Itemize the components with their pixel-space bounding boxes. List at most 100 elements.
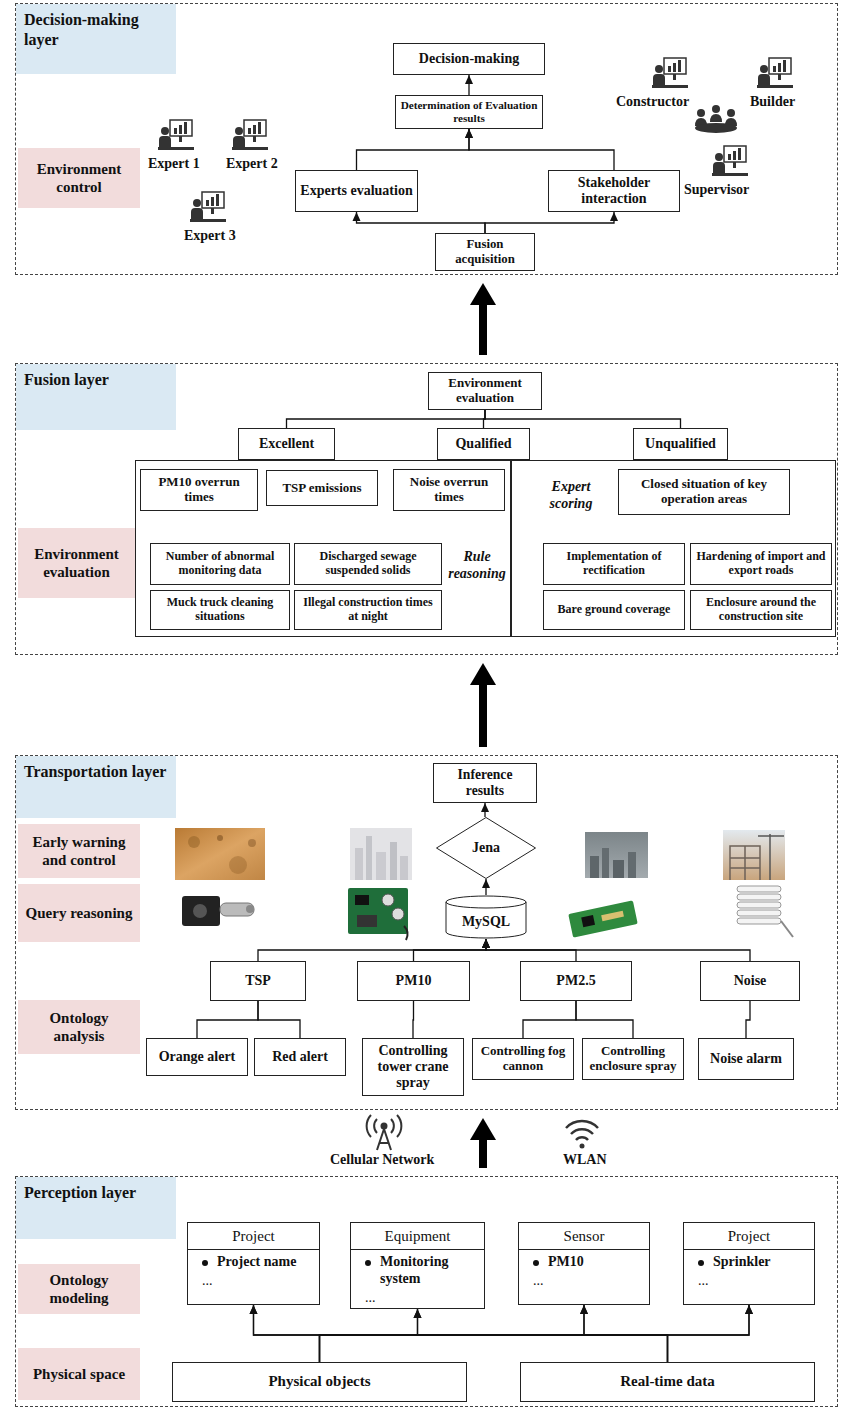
process-box: Environment evaluation (428, 372, 542, 410)
pm25-sensor-board-part (568, 900, 638, 937)
dust-photo-part (217, 835, 223, 841)
bullet-dot (698, 1260, 704, 1266)
pm25-sensor-board-part-part (568, 900, 638, 937)
expert-icon (190, 192, 226, 222)
pm10-circuit-board-part (404, 926, 408, 940)
section-label: Environment control (18, 148, 140, 208)
noise-sensor-shelter (737, 886, 793, 937)
process-box: Implementation of rectification (543, 543, 685, 585)
box-text: Determination of Evaluation results (400, 99, 538, 125)
construction-site-photo-part (723, 830, 785, 880)
construction-site-photo-part (730, 846, 760, 880)
wifi-icon (566, 1121, 598, 1148)
cellular-tower-icon-part (382, 1124, 387, 1129)
layer-flow-arrow (479, 305, 487, 355)
pm10-circuit-board-part (355, 895, 369, 905)
meeting-icon-part (727, 109, 735, 117)
box-text: Noise overrun times (398, 475, 500, 505)
meeting-icon-part (697, 109, 705, 117)
noise-sensor-shelter-part (737, 902, 781, 908)
diamond-outline-part (437, 818, 536, 879)
connector (412, 1001, 414, 1038)
process-box: Determination of Evaluation results (395, 95, 543, 129)
process-box: Controlling tower crane spray (362, 1038, 464, 1096)
process-box: Unqualified (633, 428, 728, 460)
box-text: Illegal construction times at night (299, 596, 437, 624)
connector (485, 410, 681, 428)
cellular-tower-icon-part (377, 1129, 391, 1150)
box-text: PM10 (362, 973, 465, 989)
haze-city-photo-part (350, 828, 412, 880)
box-text: Physical objects (177, 1373, 462, 1390)
layer-title: Fusion layer (16, 364, 176, 430)
database-cylinder: MySQL (445, 895, 527, 939)
noise-sensor-shelter-part (781, 921, 793, 937)
process-box: Muck truck cleaning situations (150, 590, 290, 630)
tsp-sensor-part (193, 904, 207, 918)
icon-label: Constructor (616, 94, 689, 110)
section-label-text: Early warning and control (23, 833, 135, 869)
section-label: Query reasoning (18, 884, 140, 942)
layer-flow-arrow (479, 1140, 487, 1168)
box-text: Closed situation of key operation areas (623, 477, 785, 507)
process-box: TSP (210, 961, 306, 1001)
icon-label: Expert 3 (184, 228, 236, 244)
icon-label: Cellular Network (330, 1152, 434, 1168)
process-box: PM10 (357, 961, 470, 1001)
process-box: PM2.5 (520, 961, 632, 1001)
layer-band: Transportation layerEarly warning and co… (15, 755, 838, 1110)
layer-flow-arrow (479, 685, 487, 747)
box-text: Inference results (438, 767, 532, 798)
box-text: TSP (215, 973, 301, 989)
meeting-icon-part (710, 114, 722, 122)
construction-site-photo-part (758, 834, 784, 880)
attribute-text: Sprinkler (713, 1254, 771, 1271)
attribute-text: Project name (217, 1254, 296, 1271)
group-box: Rule reasoningPM10 overrun timesTSP emis… (135, 460, 511, 637)
bullet-dot (202, 1260, 208, 1266)
wifi-icon-part (576, 1137, 588, 1140)
smog-photo (585, 832, 648, 878)
section-label-text: Ontology analysis (23, 1009, 135, 1045)
class-name: Equipment (351, 1223, 484, 1250)
layer-title: Decision-making layer (16, 4, 176, 74)
process-box: Closed situation of key operation areas (618, 469, 790, 515)
construction-site-photo (723, 830, 785, 880)
box-text: Qualified (442, 436, 525, 452)
connector (486, 939, 750, 961)
cellular-tower-icon-part (367, 1115, 377, 1137)
attribute-row: Monitoring system (351, 1250, 484, 1288)
connector (320, 1305, 585, 1362)
ontology-class-box: EquipmentMonitoring system... (350, 1222, 485, 1309)
smog-photo-part (590, 856, 599, 878)
database-text: MySQL (449, 914, 523, 930)
diamond-text: Jena (456, 840, 516, 856)
pm10-circuit-board-part (392, 908, 404, 920)
icon-label: Builder (750, 94, 795, 110)
tsp-sensor-part (220, 903, 254, 916)
ellipsis-text: ... (188, 1271, 319, 1290)
wifi-icon-part (580, 1144, 585, 1149)
icon-label: Expert 2 (226, 156, 278, 172)
process-box: Illegal construction times at night (294, 590, 442, 630)
process-box: Physical objects (172, 1362, 467, 1402)
group-title: Expert scoring (532, 479, 610, 513)
box-text: Experts evaluation (300, 183, 413, 199)
process-box: Bare ground coverage (543, 590, 685, 630)
box-text: Enclosure around the construction site (695, 596, 827, 624)
box-text: TSP emissions (271, 481, 373, 496)
tsp-sensor (182, 896, 254, 926)
box-text: Hardening of import and export roads (695, 550, 827, 578)
bullet-dot (365, 1260, 371, 1266)
box-text: PM10 overrun times (145, 475, 253, 505)
haze-city-photo-part (400, 856, 408, 880)
cellular-tower-icon (367, 1115, 402, 1150)
connector (357, 129, 470, 170)
process-box: Noise (700, 961, 800, 1001)
process-box: Red alert (254, 1038, 346, 1076)
tsp-sensor-part (182, 896, 220, 926)
smog-photo-part (628, 852, 636, 878)
decision-diamond: Jena (436, 817, 536, 879)
noise-sensor-shelter-part (737, 886, 781, 892)
smog-photo-part (602, 848, 609, 878)
